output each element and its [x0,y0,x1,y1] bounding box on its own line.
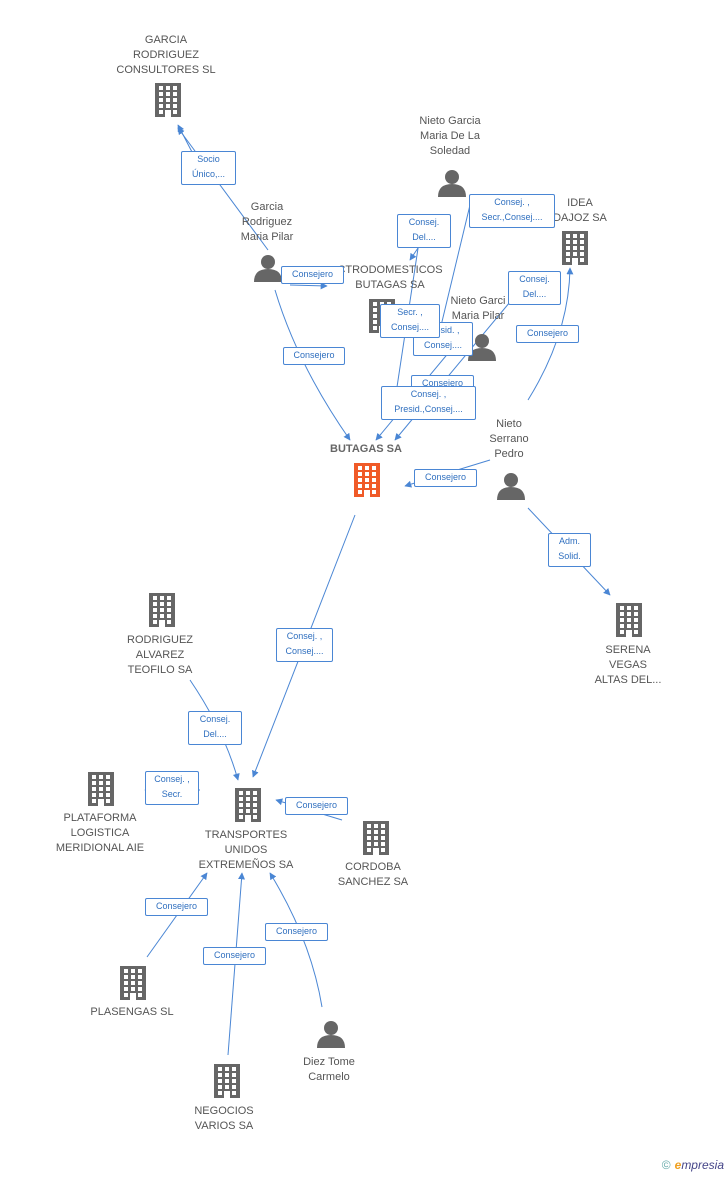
building-icon[interactable] [363,821,389,855]
building-icon[interactable] [235,788,261,822]
person-icon[interactable] [497,473,525,500]
node-label-idea-badajoz[interactable]: IDEA DAJOZ SA [553,197,607,224]
node-label-butagas[interactable]: BUTAGAS SA [330,443,402,455]
edge-label-consej-secr-plataforma[interactable]: Consej. , Secr. [145,771,199,805]
edge-label-secr-consej-elec[interactable]: Secr. , Consej.... [380,304,440,338]
node-label-transportes-unidos[interactable]: TRANSPORTES UNIDOS EXTREMEÑOS SA [198,829,294,871]
person-icon[interactable] [468,334,496,361]
building-icon[interactable] [88,772,114,806]
building-icon[interactable] [214,1064,240,1098]
building-icon[interactable] [616,603,642,637]
relation-edge [438,204,471,331]
copyright-symbol: © [661,1158,671,1172]
person-icon[interactable] [317,1021,345,1048]
node-label-garcia-rodriguez-consultores[interactable]: GARCIA RODRIGUEZ CONSULTORES SL [116,34,216,76]
edge-label-adm-solid[interactable]: Adm. Solid. [548,533,591,567]
edge-label-consejero-plasengas[interactable]: Consejero [145,898,208,916]
footer-brand: ©empresia [662,1158,724,1172]
edge-label-consej-del-teofilo[interactable]: Consej. Del.... [188,711,242,745]
building-icon[interactable] [149,593,175,627]
edge-label-consejero-gr-elec[interactable]: Consejero [281,266,344,284]
building-icon[interactable] [155,83,181,117]
building-icon[interactable] [120,966,146,1000]
building-icon[interactable] [354,463,380,497]
edge-label-socio-unico[interactable]: Socio Único,... [181,151,236,185]
relation-edge [177,124,193,153]
node-label-plasengas[interactable]: PLASENGAS SL [90,1006,174,1018]
edge-label-consejero-gr-butagas[interactable]: Consejero [283,347,345,365]
relation-edge [274,289,351,441]
edge-label-consejero-cordoba[interactable]: Consejero [285,797,348,815]
node-label-negocios-varios[interactable]: NEGOCIOS VARIOS SA [194,1105,254,1132]
person-icon[interactable] [254,255,282,282]
node-label-serena-vegas[interactable]: SERENA VEGAS ALTAS DEL... [594,644,662,686]
edge-label-consejero-serrano-butagas[interactable]: Consejero [414,469,477,487]
node-label-nieto-serrano-pedro[interactable]: Nieto Serrano Pedro [489,418,529,460]
edge-label-consejero-diez[interactable]: Consejero [265,923,328,941]
node-label-cordoba-sanchez[interactable]: CORDOBA SANCHEZ SA [337,861,409,888]
edge-label-consejero-serrano-idea[interactable]: Consejero [516,325,579,343]
node-label-nieto-garcia-maria-soledad[interactable]: Nieto Garcia Maria De La Soledad [419,115,481,157]
edge-label-consej-presid-pilar[interactable]: Consej. , Presid.,Consej.... [381,386,476,420]
node-label-plataforma-logistica[interactable]: PLATAFORMA LOGISTICA MERIDIONAL AIE [55,812,145,854]
node-label-garcia-rodriguez-maria-pilar[interactable]: Garcia Rodriguez Maria Pilar [240,201,294,243]
brand-logo-text: mpresia [681,1158,724,1172]
relation-edge [289,282,328,290]
edge-label-consej-consej-butagas-transportes[interactable]: Consej. , Consej.... [276,628,333,662]
node-label-nieto-garcia-maria-pilar[interactable]: Nieto Garci Maria Pilar [450,295,506,322]
relation-edge [394,301,511,441]
edge-label-consej-del-soledad[interactable]: Consej. Del.... [397,214,451,248]
edge-label-consej-secr-soledad[interactable]: Consej. , Secr.,Consej.... [469,194,555,228]
edge-label-consej-del-idea[interactable]: Consej. Del.... [508,271,561,305]
relation-edge [177,127,269,251]
node-label-rodriguez-alvarez-teofilo[interactable]: RODRIGUEZ ALVAREZ TEOFILO SA [127,634,193,676]
person-icon[interactable] [438,170,466,197]
brand-logo-initial: e [674,1158,682,1172]
node-label-diez-tome-carmelo[interactable]: Diez Tome Carmelo [303,1056,355,1083]
building-icon[interactable] [562,231,588,265]
node-label-electrodomesticos-butagas[interactable]: CTRODOMESTICOS BUTAGAS SA [337,264,443,291]
edge-label-consejero-negocios[interactable]: Consejero [203,947,266,965]
